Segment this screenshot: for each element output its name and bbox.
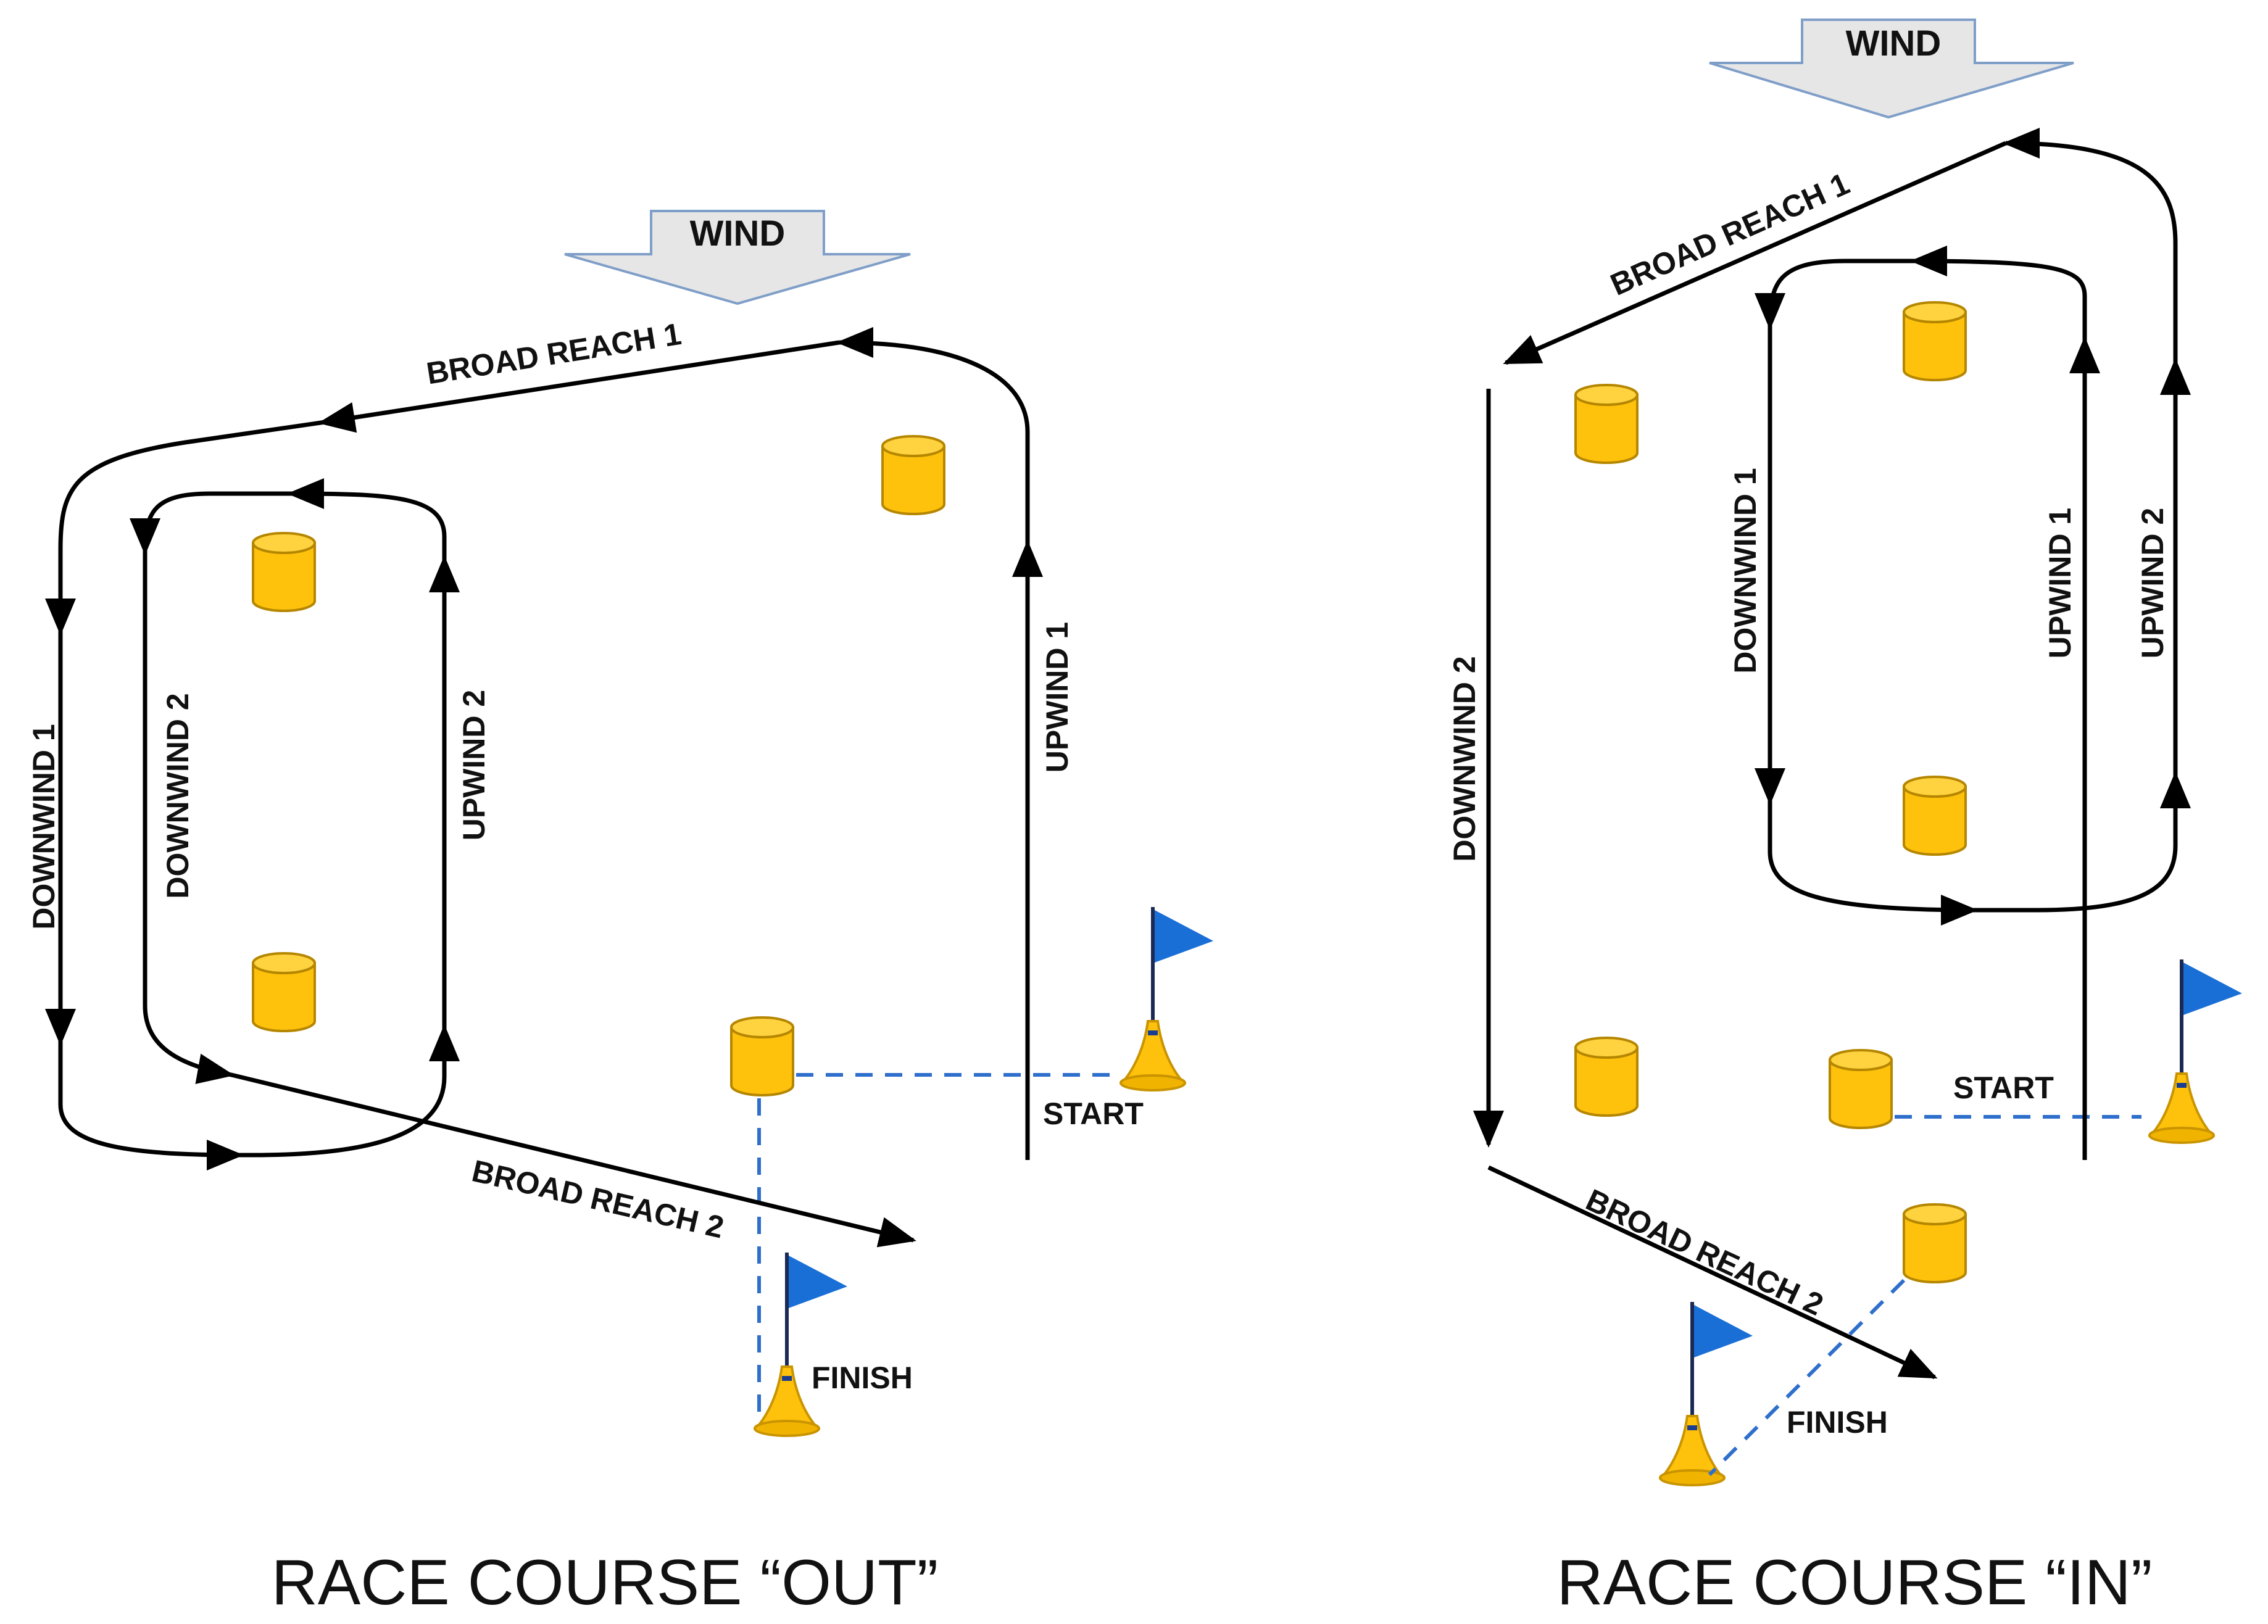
cylinder-buoy-icon — [252, 952, 316, 1032]
flag-buoy-icon — [1660, 1302, 1753, 1485]
broad-reach-1-label-in: BROAD REACH 1 — [1605, 166, 1854, 302]
flag-buoy-icon — [755, 1253, 847, 1436]
title-out: RACE COURSE “OUT” — [272, 1547, 938, 1618]
start-finish-lines-in — [1708, 1115, 2141, 1477]
downwind-1-label-in: DOWNWIND 1 — [1728, 468, 1763, 673]
cylinder-buoy-icon — [730, 1016, 794, 1096]
start-label-in: START — [1953, 1071, 2054, 1105]
cylinder-buoy-icon — [252, 532, 316, 612]
down-arrow-icon — [1709, 19, 2074, 119]
cylinder-buoy-icon — [881, 435, 945, 515]
cylinder-buoy-icon — [1903, 1203, 1967, 1283]
wind-arrow-out: WIND — [564, 210, 911, 305]
cylinder-buoy-icon — [1903, 776, 1967, 856]
cylinder-buoy-icon — [1829, 1049, 1893, 1129]
course-path-out — [45, 327, 1043, 1248]
upwind-2-label-out: UPWIND 2 — [457, 690, 491, 840]
course-path-in — [1473, 128, 2191, 1380]
broad-reach-1-label-out: BROAD REACH 1 — [424, 317, 683, 391]
wind-label-in: WIND — [1846, 23, 1942, 64]
course-in: WIND — [1447, 19, 2242, 1618]
flag-buoy-icon — [1121, 907, 1213, 1090]
finish-label-in: FINISH — [1787, 1405, 1888, 1440]
downwind-2-label-out: DOWNWIND 2 — [160, 693, 195, 898]
broad-reach-2-label-out: BROAD REACH 2 — [469, 1153, 728, 1245]
wind-arrow-in: WIND — [1709, 19, 2074, 119]
start-label-out: START — [1043, 1096, 1144, 1131]
downwind-2-label-in: DOWNWIND 2 — [1447, 656, 1482, 861]
cylinder-buoy-icon — [1574, 1037, 1639, 1117]
upwind-1-label-in: UPWIND 1 — [2043, 508, 2077, 658]
broad-reach-2-label-in: BROAD REACH 2 — [1581, 1182, 1829, 1322]
downwind-1-label-out: DOWNWIND 1 — [27, 724, 61, 929]
wind-label-out: WIND — [690, 213, 786, 254]
upwind-1-label-out: UPWIND 1 — [1040, 622, 1074, 773]
flag-buoy-icon — [2150, 959, 2242, 1143]
course-out: WIND — [27, 210, 1213, 1618]
start-finish-lines-out — [757, 1073, 1111, 1413]
down-arrow-icon — [564, 210, 911, 305]
cylinder-buoy-icon — [1574, 384, 1639, 464]
finish-label-out: FINISH — [812, 1361, 913, 1395]
upwind-2-label-in: UPWIND 2 — [2135, 508, 2170, 658]
cylinder-buoy-icon — [1903, 301, 1967, 381]
title-in: RACE COURSE “IN” — [1557, 1547, 2153, 1618]
